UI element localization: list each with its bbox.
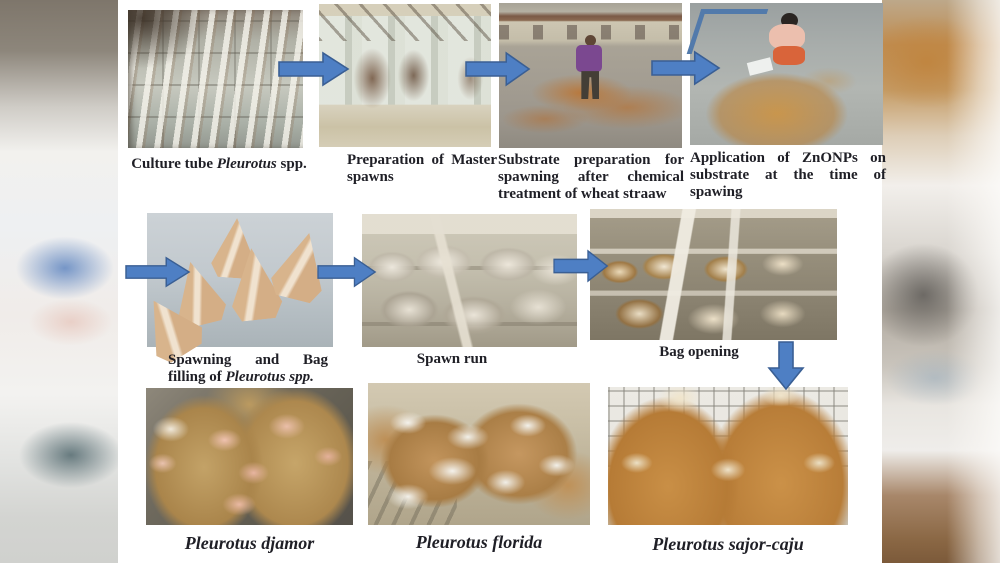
arrow-right-icon: [278, 51, 350, 87]
blur-strip-left: [0, 0, 118, 563]
caption-species-text: Pleurotus spp.: [225, 369, 314, 385]
caption-line: Preparation of Master: [347, 152, 497, 168]
person-figure: [575, 45, 602, 73]
caption-line: filling of Pleurotus spp.: [168, 369, 328, 386]
person-figure: [772, 45, 805, 65]
caption-spawning-bag: Spawning and Bag filling of Pleurotus sp…: [168, 352, 328, 386]
caption-znonp: Application of ZnONPs on substrate at th…: [690, 150, 886, 201]
blur-strip-right: [882, 0, 1000, 563]
photo-master-spawn-bottles: [319, 4, 491, 147]
caption-pleurotus-florida: Pleurotus florida: [415, 532, 543, 552]
caption-line: spawns: [347, 169, 394, 185]
caption-culture-tube: Culture tube Pleurotus spp.: [128, 156, 310, 173]
arrow-right-icon: [651, 50, 721, 86]
cart-figure: [686, 8, 768, 54]
photo-bag-opening: [590, 209, 837, 340]
photo-pleurotus-djamor: [146, 388, 353, 525]
caption-line: Substrate preparation for: [498, 152, 684, 168]
arrow-right-icon: [317, 256, 377, 288]
photo-spawning-bag-filling: [147, 213, 333, 347]
person-figure: [780, 12, 798, 28]
caption-species-text: Pleurotus: [216, 156, 277, 172]
caption-master-spawn: Preparation of Master spawns: [347, 152, 497, 186]
caption-bag-opening: Bag opening: [659, 344, 739, 360]
caption-line: spawning after chemical: [498, 169, 684, 185]
caption-pleurotus-djamor: Pleurotus djamor: [184, 533, 315, 553]
caption-substrate: Substrate preparation for spawning after…: [498, 152, 684, 203]
caption-line: substrate at the time of: [690, 167, 886, 183]
arrow-right-icon: [465, 51, 531, 87]
photo-spawn-run: [362, 214, 577, 347]
caption-line: Application of ZnONPs on: [690, 150, 886, 166]
arrow-right-icon: [125, 256, 191, 288]
caption-text: filling of: [168, 369, 226, 385]
arrow-right-icon: [553, 249, 609, 283]
photo-pleurotus-florida: [368, 383, 590, 525]
caption-line: treatment of wheat straaw: [498, 186, 667, 202]
person-figure: [585, 34, 596, 46]
arrow-down-icon: [767, 341, 805, 391]
caption-spawn-run: Spawn run: [416, 351, 488, 367]
caption-line: spawing: [690, 184, 743, 200]
photo-pleurotus-sajor-caju: [608, 387, 848, 525]
caption-text: spp.: [276, 156, 307, 172]
person-figure: [581, 71, 600, 100]
sheet-figure: [746, 57, 774, 76]
caption-pleurotus-sajor-caju: Pleurotus sajor-caju: [652, 534, 804, 554]
photo-culture-tubes: [128, 10, 303, 148]
caption-text: Culture tube: [131, 156, 217, 172]
caption-line: Spawning and Bag: [168, 352, 328, 368]
photo-znonp-application: [686, 3, 883, 145]
